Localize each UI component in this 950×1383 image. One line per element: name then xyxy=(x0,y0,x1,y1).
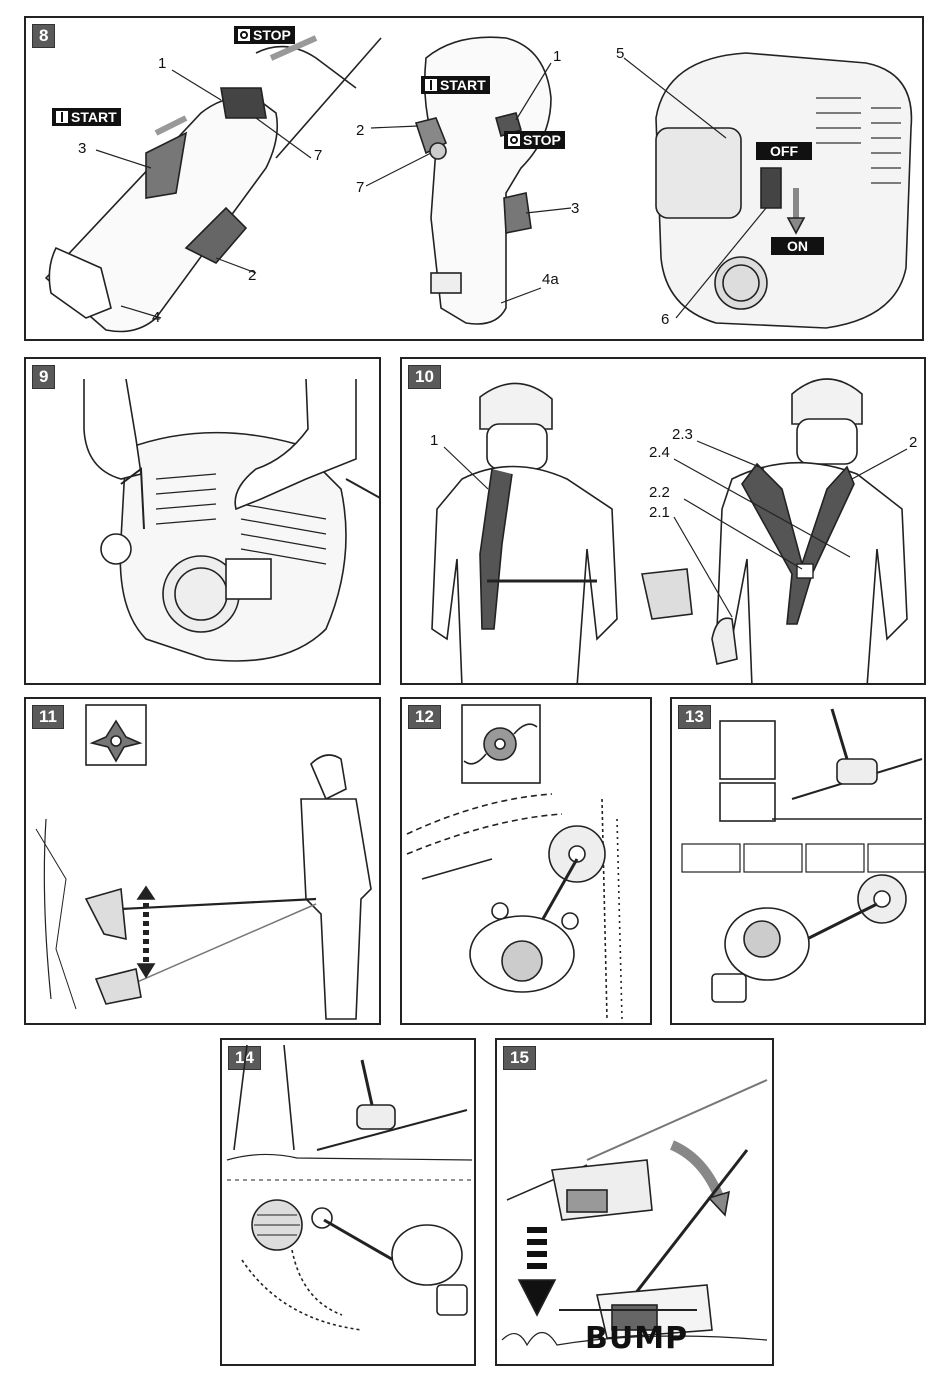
stop-tag-b: STOP xyxy=(504,131,565,149)
start-tag: START xyxy=(52,108,121,126)
panel-8: 8 xyxy=(24,16,924,341)
panel-10: 10 1 2 2.3 2.4 2. xyxy=(400,357,926,685)
callout-1: 1 xyxy=(158,55,166,72)
panel-9-illustration xyxy=(26,359,381,685)
callout-4: 4 xyxy=(152,309,160,326)
panel-11: 11 xyxy=(24,697,381,1025)
callout-5: 5 xyxy=(616,45,624,62)
callout-2-3: 2.3 xyxy=(672,426,693,443)
callout-2b: 2 xyxy=(356,122,364,139)
panel-14: 14 xyxy=(220,1038,476,1366)
callout-2-1: 2.1 xyxy=(649,504,670,521)
panel-13-illustration xyxy=(672,699,926,1025)
callout-2-4: 2.4 xyxy=(649,444,670,461)
callout-4a: 4a xyxy=(542,271,559,288)
panel-14-illustration xyxy=(222,1040,476,1366)
callout-7: 7 xyxy=(314,147,322,164)
power-on-icon xyxy=(425,79,437,91)
callout-2: 2 xyxy=(909,434,917,451)
callout-2: 2 xyxy=(248,267,256,284)
bump-label: BUMP xyxy=(585,1321,688,1356)
panel-9: 9 xyxy=(24,357,381,685)
power-off-icon xyxy=(508,134,520,146)
panel-15: 15 BUMP xyxy=(495,1038,774,1366)
stop-tag: STOP xyxy=(234,26,295,44)
callout-3b: 3 xyxy=(571,200,579,217)
panel-15-illustration xyxy=(497,1040,774,1366)
panel-10-illustration: 1 2 2.3 2.4 2.2 2.1 xyxy=(402,359,926,685)
panel-11-illustration xyxy=(26,699,381,1025)
power-on-icon xyxy=(56,111,68,123)
callout-2-2: 2.2 xyxy=(649,484,670,501)
panel-8-labels: 1 3 2 4 7 2 7 1 3 4a 5 6 xyxy=(26,18,924,341)
panel-12: 12 xyxy=(400,697,652,1025)
panel-12-illustration xyxy=(402,699,652,1025)
callout-3: 3 xyxy=(78,140,86,157)
callout-7b: 7 xyxy=(356,179,364,196)
callout-6: 6 xyxy=(661,311,669,328)
off-tag: OFF xyxy=(756,142,812,160)
callout-1: 1 xyxy=(430,432,438,449)
on-tag: ON xyxy=(771,237,824,255)
power-off-icon xyxy=(238,29,250,41)
start-tag-b: START xyxy=(421,76,490,94)
panel-13: 13 xyxy=(670,697,926,1025)
callout-1b: 1 xyxy=(553,48,561,65)
